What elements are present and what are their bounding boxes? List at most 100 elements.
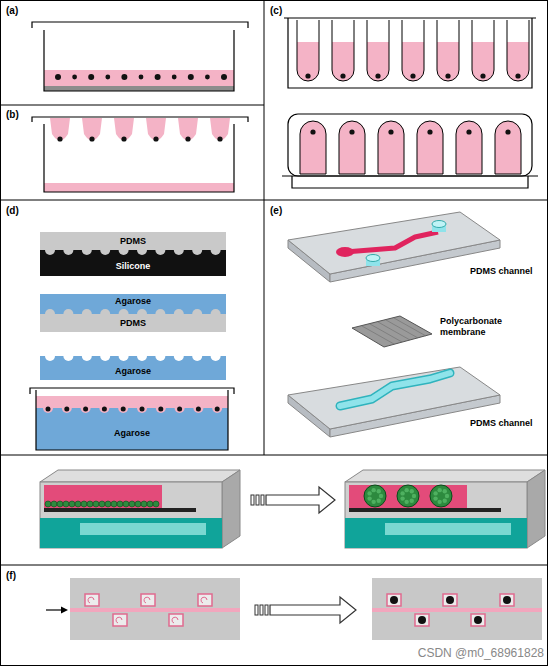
flow-swirl [201, 597, 207, 603]
cell-dot [102, 407, 107, 412]
cell [87, 501, 93, 507]
well-medium [297, 42, 319, 81]
pdms-peg [174, 250, 184, 255]
cell [75, 501, 81, 507]
panel-letter: (f) [6, 570, 16, 582]
membrane-hatch [394, 318, 426, 336]
trap-pocket [443, 594, 457, 606]
agarose-well [100, 356, 110, 361]
cell [93, 501, 99, 507]
inverted-well [339, 121, 365, 174]
pdms-peg [82, 309, 92, 314]
spheroid-cell [379, 494, 383, 498]
pdms-peg [211, 250, 221, 255]
cell-dot [121, 74, 127, 80]
inverted-well [417, 121, 443, 174]
layer-label: PDMS [120, 318, 146, 329]
cell-dot [217, 136, 222, 141]
pdms-peg [63, 250, 73, 255]
trap-pocket [85, 594, 99, 606]
pdms-layer [40, 314, 226, 332]
panel-divider [264, 0, 265, 455]
device-side [527, 470, 545, 548]
layer-band: Silicone [40, 256, 226, 276]
inverted-well [495, 121, 521, 174]
panel-divider [0, 455, 548, 456]
spheroid-cell [377, 498, 381, 502]
trap-pocket [387, 594, 401, 606]
cell-dot [185, 136, 190, 141]
cell [81, 501, 87, 507]
layer-band: Agarose [40, 362, 226, 380]
well [472, 20, 494, 81]
flow-channel [372, 608, 542, 612]
flow-swirl [88, 597, 94, 603]
cell-dot [388, 129, 393, 134]
trap-pocket [141, 594, 155, 606]
cell-dot [121, 136, 126, 141]
well-medium [402, 42, 424, 81]
well-outline [297, 20, 319, 81]
dish-bottom [44, 86, 234, 91]
cell-dot [83, 407, 88, 412]
cell [153, 501, 159, 507]
part-label: PDMS channel [470, 418, 533, 429]
cell [63, 501, 69, 507]
cell-dot [310, 129, 315, 134]
cell-dot [153, 136, 158, 141]
spheroid-cell [433, 496, 437, 500]
inverted-well [378, 121, 404, 174]
arrowhead [61, 607, 68, 614]
trapped-cell [390, 596, 398, 604]
flow-channel [70, 608, 240, 612]
chip [70, 578, 240, 640]
well-medium [437, 42, 459, 81]
cell [99, 501, 105, 507]
well-medium [367, 42, 389, 81]
dish-wall [30, 388, 234, 450]
cell-dot [55, 74, 61, 80]
inflow-arrow [46, 609, 62, 610]
cell-dot [196, 407, 201, 412]
port [366, 255, 380, 262]
trap-pocket [415, 614, 429, 626]
agarose-layer [40, 294, 226, 314]
panel-letter: (e) [270, 205, 282, 217]
trapped-cell [446, 596, 454, 604]
layer-band: PDMS [40, 232, 226, 250]
pdms-peg [192, 309, 202, 314]
well-medium [472, 42, 494, 81]
part-label: Polycarbonate membrane [440, 316, 540, 338]
trap-pocket [471, 614, 485, 626]
inverted-well [456, 121, 482, 174]
spheroid-cell [377, 489, 381, 493]
cell [147, 501, 153, 507]
pdms-peg [155, 250, 165, 255]
top-channel [349, 485, 467, 508]
agarose-layer [40, 356, 226, 380]
well [402, 20, 424, 81]
cell [141, 501, 147, 507]
part-label: PDMS channel [470, 266, 533, 277]
cell-dot [205, 75, 210, 80]
cell-dot [139, 75, 144, 80]
chip [372, 578, 542, 640]
flow-swirl [172, 617, 178, 623]
spheroid-cell [443, 489, 447, 493]
trapped-cell [503, 596, 511, 604]
spheroid-cell [410, 498, 414, 502]
arrow-tail [251, 495, 254, 505]
pdms-peg [45, 250, 55, 255]
arrow-tail [261, 495, 264, 505]
cell-dot [480, 73, 485, 78]
cell-dot [349, 129, 354, 134]
culture-medium [44, 183, 234, 192]
layer-label: Silicone [116, 261, 151, 272]
cell-dot [121, 407, 126, 412]
layer-label: Agarose [115, 366, 151, 377]
channel-chamber [336, 247, 354, 257]
arrow-tail [260, 605, 263, 615]
trapped-cell [418, 616, 426, 624]
pdms-peg [211, 309, 221, 314]
trap-pocket [169, 614, 183, 626]
